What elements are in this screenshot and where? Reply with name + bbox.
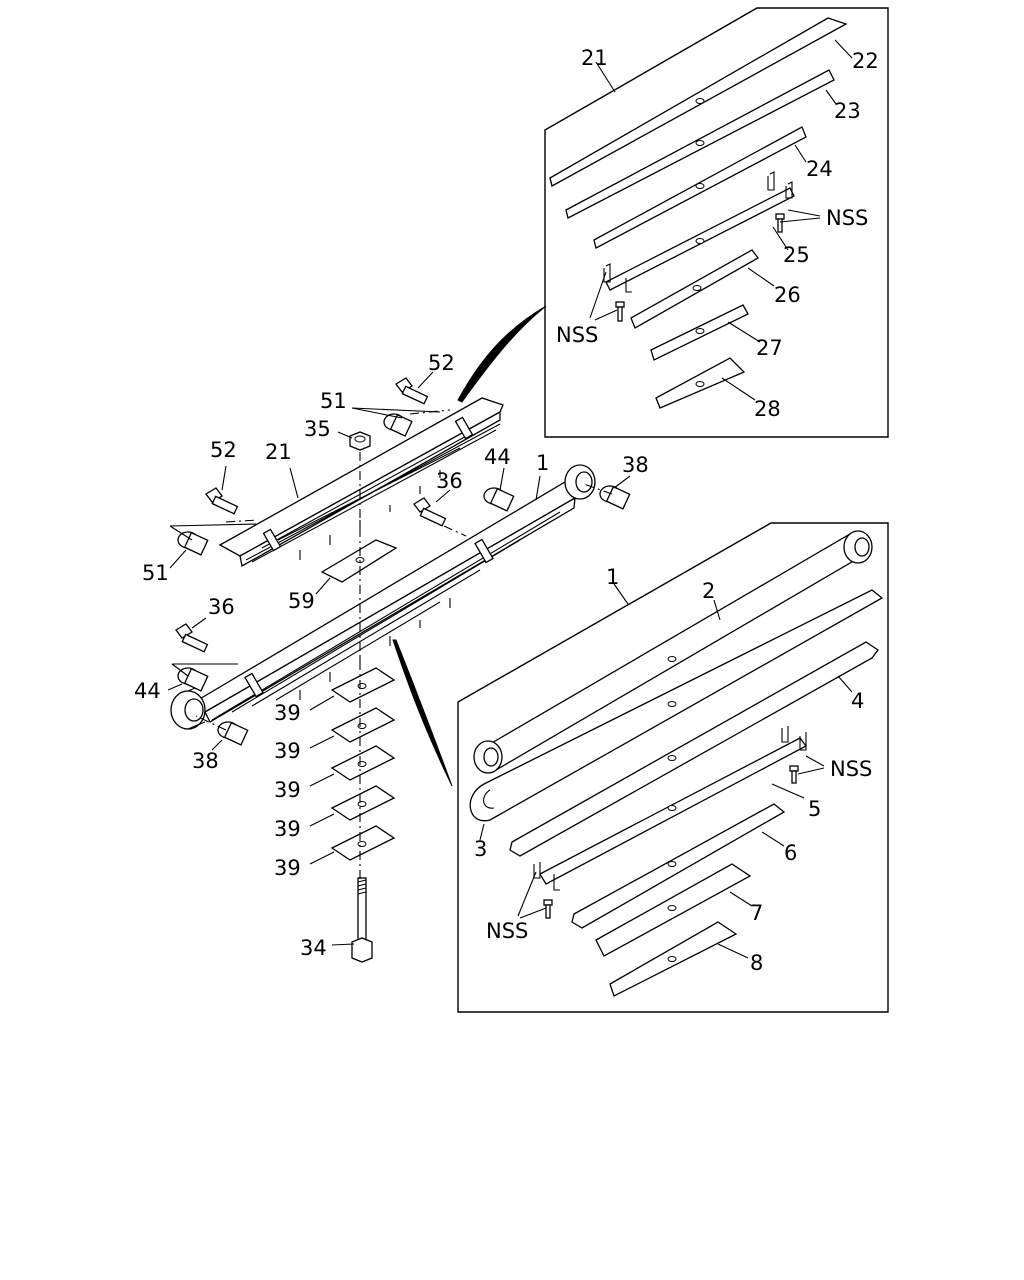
callout-25: 25: [783, 243, 810, 267]
leaf-2: [469, 589, 884, 822]
callout-35: 35: [304, 417, 331, 441]
leaf-24: [593, 126, 807, 249]
bolt-36-front-icon: [175, 623, 209, 653]
bolt-52-rear-icon: [395, 377, 429, 405]
bushing-38-front-icon: [217, 721, 249, 746]
bushing-51-front-icon: [177, 531, 209, 556]
spring-eye-rear: [564, 464, 596, 500]
callout-24: 24: [806, 157, 833, 181]
callout-6: 6: [784, 841, 797, 865]
pointer-arrow-to-1: [392, 639, 453, 787]
callout-nss: NSS: [826, 206, 868, 230]
callout-59: 59: [288, 589, 315, 613]
spacer-59: [320, 539, 398, 583]
callout-39: 39: [274, 856, 301, 880]
bolt-icon: [615, 301, 625, 322]
bolt-icon: [543, 899, 553, 919]
leaf-5: [533, 726, 807, 919]
bolt-icon: [775, 213, 785, 233]
callout-nss: NSS: [556, 323, 598, 347]
callout-1: 1: [606, 565, 619, 589]
callout-52: 52: [428, 351, 455, 375]
callout-21: 21: [265, 440, 292, 464]
callout-3: 3: [474, 837, 487, 861]
callout-26: 26: [774, 283, 801, 307]
callout-2: 2: [702, 579, 715, 603]
leaf-27: [650, 304, 749, 361]
callout-36: 36: [208, 595, 235, 619]
callout-51: 51: [142, 561, 169, 585]
leaf-7: [595, 863, 752, 957]
callout-23: 23: [834, 99, 861, 123]
callout-38: 38: [192, 749, 219, 773]
callout-39: 39: [274, 739, 301, 763]
callout-51: 51: [320, 389, 347, 413]
callout-8: 8: [750, 951, 763, 975]
callout-36: 36: [436, 469, 463, 493]
nut-35-icon: [349, 431, 371, 451]
spring-assembly-1: [170, 464, 596, 730]
bushing-51-rear-icon: [383, 413, 413, 437]
callout-27: 27: [756, 336, 783, 360]
callout-4: 4: [851, 689, 864, 713]
center-bolt-34-icon: [351, 877, 373, 963]
leaf-26: [630, 249, 759, 329]
callout-39: 39: [274, 701, 301, 725]
callout-7: 7: [750, 901, 763, 925]
callout-39: 39: [274, 778, 301, 802]
callout-38: 38: [622, 453, 649, 477]
callout-39: 39: [274, 817, 301, 841]
bolt-36-rear-icon: [413, 497, 447, 527]
detail-box-1: 1 2 4 NSS 5 3 6 7 NSS 8: [457, 522, 889, 1013]
leaf-4: [509, 641, 879, 857]
callout-1: 1: [536, 451, 549, 475]
callout-nss: NSS: [486, 919, 528, 943]
main-assembly: 52 51 35 52 21 44 1 38 36 51 59 36 44 38…: [134, 351, 649, 963]
leaf-25: [603, 171, 795, 322]
bushing-44-rear-icon: [483, 487, 515, 512]
leaf-1: [473, 530, 873, 774]
spring-assembly-21: [218, 397, 504, 568]
callout-44: 44: [134, 679, 161, 703]
callout-34: 34: [300, 936, 327, 960]
leaf-23: [565, 69, 835, 219]
bolt-icon: [789, 765, 799, 784]
callout-nss: NSS: [830, 757, 872, 781]
callout-22: 22: [852, 49, 879, 73]
leaf-6: [571, 803, 786, 929]
callout-44: 44: [484, 445, 511, 469]
leaf-8: [609, 921, 738, 997]
pointer-arrow-to-21: [457, 305, 547, 403]
leaf-22: [549, 17, 848, 187]
leaf-28: [655, 357, 746, 409]
shim-39-stack: [330, 667, 396, 861]
bushing-38-rear-icon: [599, 485, 631, 510]
callout-52: 52: [210, 438, 237, 462]
spring-eye-front: [170, 685, 206, 730]
detail-box-21: 21 22 23 24 NSS 25 26 NSS 27 28: [544, 7, 889, 438]
bolt-52-front-icon: [205, 487, 239, 515]
callout-5: 5: [808, 797, 821, 821]
callout-21: 21: [581, 46, 608, 70]
callout-28: 28: [754, 397, 781, 421]
